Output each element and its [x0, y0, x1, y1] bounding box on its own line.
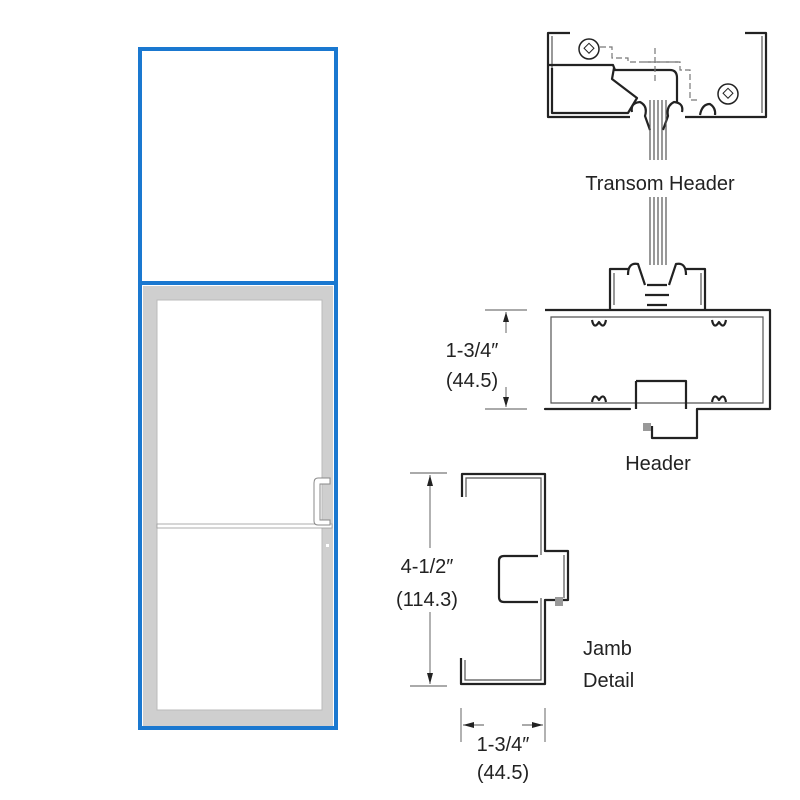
- header-dim-metric: (44.5): [446, 370, 498, 392]
- glass-lites: [649, 197, 667, 265]
- pull-handle: [313, 477, 331, 526]
- header-dim-imperial: 1-3/4″: [446, 340, 499, 362]
- blue-frame: [138, 47, 338, 730]
- door-elevation: [138, 47, 338, 730]
- transom-glass: [140, 49, 336, 281]
- jamb-width-metric: (44.5): [477, 762, 529, 784]
- door-glass: [156, 299, 323, 711]
- lock-cylinder: [326, 544, 329, 547]
- jamb-height-imperial: 4-1/2″: [401, 556, 454, 578]
- header-label: Header: [625, 453, 691, 475]
- jamb-label-line2: Detail: [583, 670, 634, 692]
- jamb-detail: 4-1/2″ (114.3) 1-3/4″ (44.5) Jamb Detail: [396, 472, 634, 784]
- push-bar: [156, 523, 333, 529]
- transom-header-detail: Transom Header: [546, 31, 768, 195]
- header-detail: 1-3/4″ (44.5) Header: [446, 262, 772, 475]
- jamb-width-imperial: 1-3/4″: [477, 734, 530, 756]
- transom-header-label: Transom Header: [585, 173, 735, 195]
- jamb-label-line1: Jamb: [583, 638, 632, 660]
- jamb-height-metric: (114.3): [396, 589, 458, 611]
